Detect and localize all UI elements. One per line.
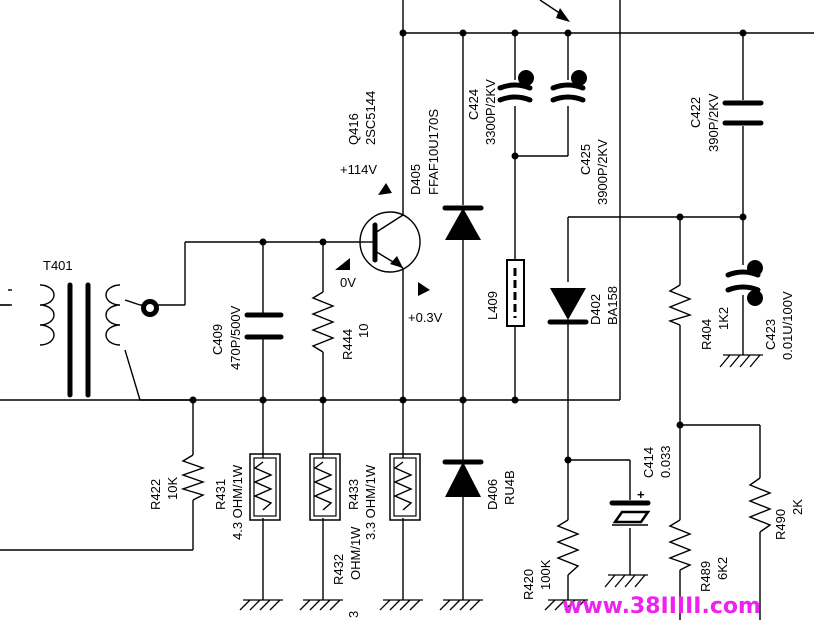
resistor-r432: R432 OHM/1W 3 [309, 453, 363, 618]
capacitor-c409: C409 470P/500V [210, 305, 284, 370]
c414-value: 0.033 [658, 445, 673, 478]
c425-ref: C425 [578, 144, 593, 175]
voltage-114v: +114V [340, 162, 377, 177]
r433-value: 3.3 OHM/1W [363, 464, 378, 540]
q416-part: 2SC5144 [363, 91, 378, 145]
resistor-r431: R431 4.3 OHM/1W [213, 453, 281, 540]
resistor-r444: R444 10 [311, 291, 371, 360]
r432-ref: R432 [331, 554, 346, 585]
resistor-r489: R489 6K2 [668, 519, 730, 592]
q416-ref: Q416 [346, 113, 361, 145]
r422-value: 10K [165, 477, 180, 500]
r431-value: 4.3 OHM/1W [230, 464, 245, 540]
capacitor-c414: + C414 0.033 [609, 445, 673, 526]
c425-value: 3900P/2KV [595, 139, 610, 205]
junction-dots [189, 29, 747, 464]
diode-d406: D406 RU4B [442, 459, 517, 510]
c414-ref: C414 [641, 447, 656, 478]
r444-ref: R444 [340, 329, 355, 360]
d402-part: BA158 [605, 286, 620, 325]
c424-ref: C424 [466, 89, 481, 120]
resistor-r420: R420 100K [521, 519, 580, 600]
d406-ref: D406 [485, 479, 500, 510]
r489-ref: R489 [698, 561, 713, 592]
t401-label: T401 [43, 258, 73, 273]
voltage-0v: 0V [340, 275, 356, 290]
capacitor-c425: C425 3900P/2KV [539, 0, 610, 205]
r433-ref: R433 [346, 479, 361, 510]
r444-value: 10 [356, 324, 371, 338]
capacitor-c422: C422 390P/2KV [688, 93, 764, 152]
r432-value: OHM/1W [348, 526, 363, 580]
c422-ref: C422 [688, 97, 703, 128]
c414-plus: + [637, 487, 645, 502]
r431-ref: R431 [213, 479, 228, 510]
watermark-text: www.38IIIII.com [562, 594, 761, 619]
r404-value: 1K2 [716, 307, 731, 330]
capacitor-c423: C423 0.01U/100V [725, 260, 795, 360]
r490-value: 2K [790, 499, 805, 515]
diode-d402: D402 BA158 [547, 286, 620, 325]
r490-ref: R490 [773, 509, 788, 540]
ground-symbols [239, 354, 763, 611]
d406-part: RU4B [502, 470, 517, 505]
c424-value: 3300P/2KV [483, 79, 498, 145]
resistor-r404: R404 1K2 [667, 284, 731, 350]
c423-value: 0.01U/100V [780, 291, 795, 360]
c409-ref: C409 [210, 324, 225, 355]
d405-ref: D405 [408, 164, 423, 195]
d405-part: FFAF10U170S [426, 109, 441, 195]
transistor-q416: Q416 2SC5144 +114V 0V +0.3V [335, 91, 443, 325]
resistor-r433: R433 3.3 OHM/1W [346, 453, 421, 540]
r420-ref: R420 [521, 569, 536, 600]
c423-ref: C423 [763, 319, 778, 350]
voltage-03v: +0.3V [408, 310, 443, 325]
diode-d405: D405 FFAF10U170S [408, 109, 484, 240]
c422-value: 390P/2KV [706, 93, 721, 152]
resistor-r422: R422 10K [148, 454, 206, 510]
r422-ref: R422 [148, 479, 163, 510]
inductor-l409: L409 [485, 259, 525, 327]
d402-ref: D402 [588, 294, 603, 325]
r404-ref: R404 [699, 319, 714, 350]
r432-value-fragment: 3 [346, 611, 361, 618]
l409-label: L409 [485, 291, 500, 320]
c409-value: 470P/500V [228, 305, 243, 370]
capacitor-c424: C424 3300P/2KV [466, 70, 534, 145]
r489-value: 6K2 [715, 557, 730, 580]
resistor-r490: R490 2K [748, 477, 805, 540]
r420-value: 100K [538, 559, 553, 590]
transformer-t401: T401 [0, 258, 193, 401]
